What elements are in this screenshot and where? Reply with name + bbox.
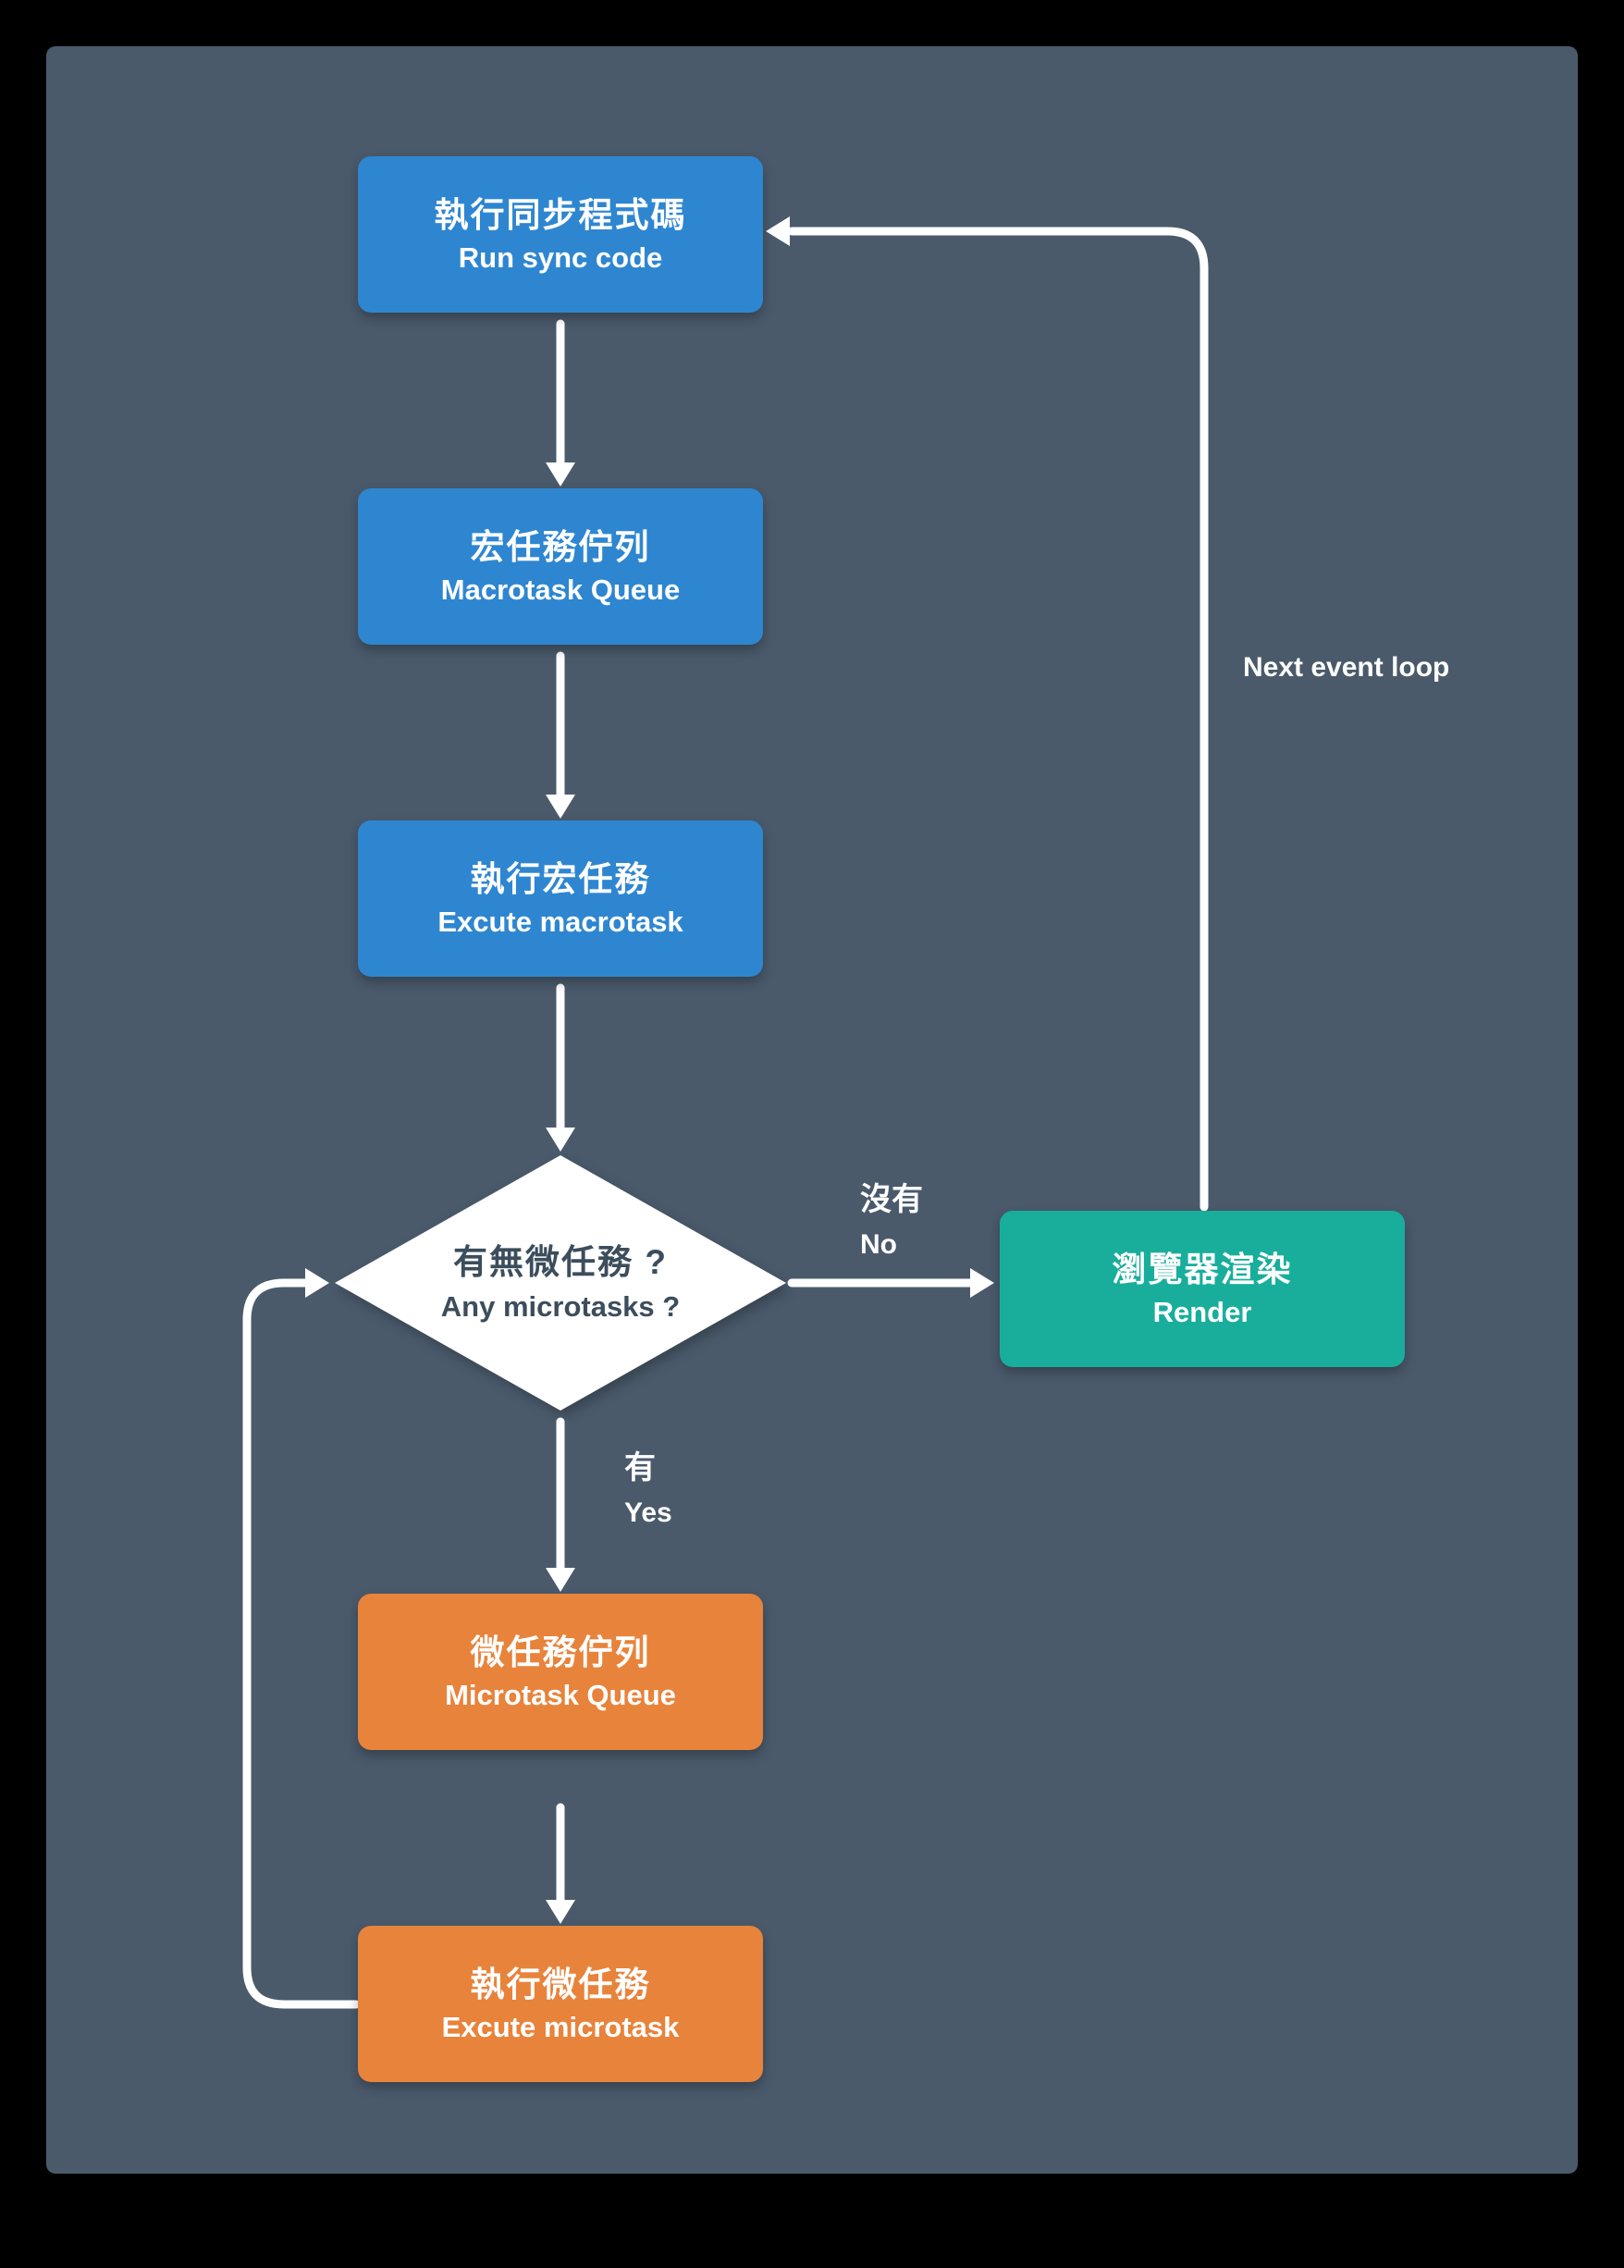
node-microtask-queue-label-en: Microtask Queue bbox=[445, 1678, 676, 1711]
connector-layer bbox=[242, 216, 1209, 2009]
arrow-macrotaskqueue-to-executemacrotask bbox=[546, 651, 575, 819]
arrow-decision-no-to-render bbox=[787, 1268, 994, 1298]
node-run-sync-code-label-zh: 執行同步程式碼 bbox=[434, 195, 687, 234]
arrow-render-to-runsync-next-event-loop bbox=[766, 216, 1209, 1212]
arrow-executemacrotask-to-decision bbox=[546, 983, 575, 1152]
node-render-label-zh: 瀏覽器渲染 bbox=[1112, 1250, 1293, 1288]
node-execute-microtask-label-en: Excute microtask bbox=[441, 2010, 680, 2043]
edge-label-no-en: No bbox=[860, 1229, 897, 1260]
node-microtask-queue: 微任務佇列 Microtask Queue bbox=[358, 1594, 763, 1750]
arrow-executemicrotask-to-decision-loop bbox=[242, 1268, 361, 2009]
node-execute-macrotask: 執行宏任務 Excute macrotask bbox=[358, 820, 763, 977]
arrow-runsync-to-macrotaskqueue bbox=[546, 319, 575, 487]
arrow-microtaskqueue-to-executemicrotask bbox=[546, 1803, 575, 1924]
diagram-panel: 執行同步程式碼 Run sync code 宏任務佇列 Macrotask Qu… bbox=[46, 46, 1578, 2174]
node-render: 瀏覽器渲染 Render bbox=[1000, 1211, 1405, 1367]
edge-label-yes-zh: 有 bbox=[624, 1450, 656, 1485]
edge-label-next-event-loop: Next event loop bbox=[1243, 646, 1449, 690]
node-execute-macrotask-label-en: Excute macrotask bbox=[437, 905, 683, 938]
node-execute-microtask: 執行微任務 Excute microtask bbox=[358, 1926, 763, 2082]
node-render-label-en: Render bbox=[1152, 1295, 1252, 1328]
node-any-microtasks-label-en: Any microtasks ? bbox=[440, 1290, 681, 1323]
node-any-microtasks-decision: 有無微任務 ? Any microtasks ? bbox=[335, 1214, 786, 1352]
decision-diamond-shape bbox=[335, 1155, 786, 1411]
edge-label-next-event-loop-text: Next event loop bbox=[1243, 652, 1450, 683]
node-execute-macrotask-label-zh: 執行宏任務 bbox=[470, 859, 651, 898]
node-run-sync-code-label-en: Run sync code bbox=[458, 240, 663, 274]
edge-label-yes-en: Yes bbox=[624, 1498, 672, 1528]
node-macrotask-queue: 宏任務佇列 Macrotask Queue bbox=[358, 488, 763, 645]
node-macrotask-queue-label-en: Macrotask Queue bbox=[440, 573, 681, 606]
arrow-decision-yes-to-microtaskqueue bbox=[546, 1417, 575, 1592]
edge-label-no: 沒有 No bbox=[860, 1177, 923, 1267]
node-run-sync-code: 執行同步程式碼 Run sync code bbox=[358, 156, 763, 313]
node-execute-microtask-label-zh: 執行微任務 bbox=[470, 1965, 651, 2003]
node-any-microtasks-label-zh: 有無微任務 ? bbox=[453, 1243, 668, 1281]
edge-label-yes: 有 Yes bbox=[624, 1445, 672, 1535]
node-microtask-queue-label-zh: 微任務佇列 bbox=[470, 1633, 651, 1671]
edge-label-no-zh: 沒有 bbox=[860, 1182, 923, 1217]
node-macrotask-queue-label-zh: 宏任務佇列 bbox=[470, 527, 651, 566]
